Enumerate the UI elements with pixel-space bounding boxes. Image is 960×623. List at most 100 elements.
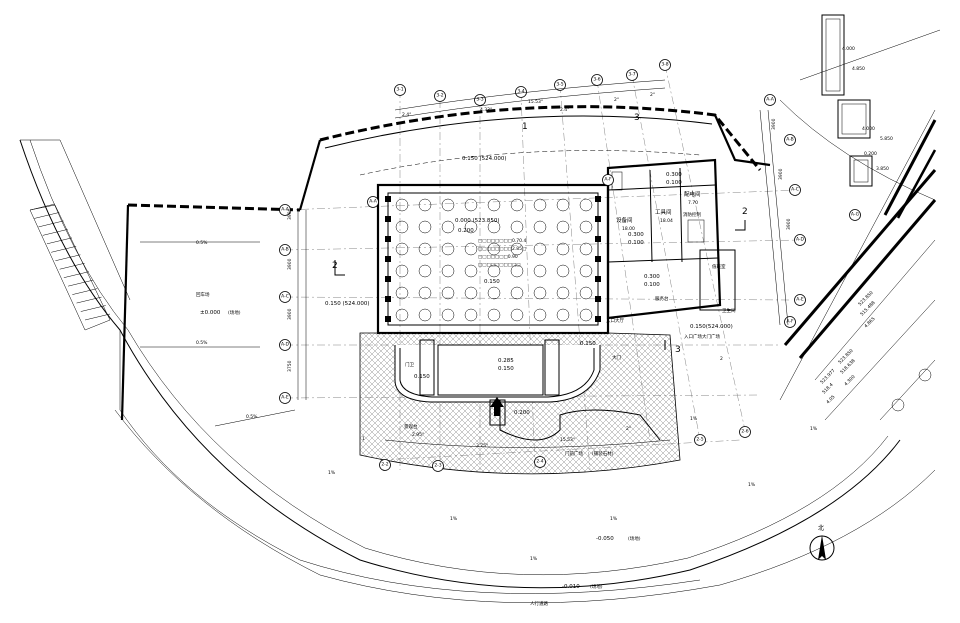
svg-text:A-D: A-D — [281, 342, 290, 348]
stair-tread — [76, 296, 102, 304]
room-1: 设备间 — [616, 216, 633, 224]
slope-4: 1% — [450, 516, 458, 522]
hall-seat — [510, 198, 524, 212]
left-stair — [29, 203, 111, 331]
svg-text:A-B: A-B — [786, 137, 794, 143]
column — [385, 256, 391, 262]
axis-bubble-bottom: 2-2 — [379, 459, 391, 471]
hall-seat — [418, 220, 432, 234]
dimension-texts: 2.4° 4.33° 15.53° 2.4° 2° 2° 3900 3900 3… — [287, 92, 792, 449]
elev-ramp-6: 4.300 — [843, 374, 856, 387]
elev-step-2: 0.200 — [514, 410, 530, 416]
hall-seat — [464, 242, 478, 256]
elev-tr-2: 4.850 — [852, 66, 865, 72]
hall-seat — [395, 220, 409, 234]
elev-road-bottom: -0.010 — [562, 584, 580, 590]
elev-entrance-2: 0.150 — [498, 366, 514, 372]
room-12: 入口广场 — [684, 333, 702, 340]
svg-text:A-E: A-E — [281, 395, 289, 401]
column — [595, 236, 601, 242]
hall-seat — [510, 242, 524, 256]
stair-tread — [46, 237, 72, 245]
north-arrow: 北 — [809, 524, 835, 561]
svg-text:2-6: 2-6 — [741, 429, 748, 435]
column — [595, 196, 601, 202]
svg-text:2-3: 2-3 — [434, 463, 441, 469]
column — [385, 296, 391, 302]
hall-seat — [395, 242, 409, 256]
slope-8: 1% — [530, 556, 538, 562]
elev-right-room-4: 0.100 — [666, 180, 682, 186]
dimension-lines — [297, 79, 789, 448]
hall-seat — [464, 198, 478, 212]
svg-text:3-6: 3-6 — [593, 77, 600, 83]
svg-text:3-3: 3-3 — [476, 97, 483, 103]
axis-bubble-top: 3-1 — [394, 84, 406, 96]
dim-small-2: 2 — [720, 356, 723, 362]
hall-seat — [464, 308, 478, 322]
elev-right-lower: 0.150(524.000) — [690, 324, 733, 330]
hall-seat — [579, 198, 593, 212]
elev-ramp-9: 4.05 — [825, 394, 836, 405]
dim-right-1: 3900 — [771, 118, 777, 130]
slope-5: 1% — [610, 516, 618, 522]
svg-text:3-4: 3-4 — [517, 89, 524, 95]
elev-ramp-3: 4.865 — [863, 316, 876, 329]
stair-tread — [42, 229, 68, 236]
dim-angle-2: 4.33° — [480, 107, 492, 113]
axis-bubble-right: A-E — [794, 294, 806, 306]
section-mark-right: 2 — [742, 207, 748, 217]
svg-text:3-2: 3-2 — [436, 93, 443, 99]
dim-lower-2: 3.75° — [476, 443, 488, 449]
elev-hall-final: 0.150 — [484, 279, 500, 285]
axis-bubble-left: A-D — [279, 339, 291, 351]
dim-angle-6: 2° — [650, 92, 655, 98]
elev-tr-1: 4.000 — [842, 46, 855, 52]
elev-tr-4: 5.850 — [880, 136, 893, 142]
axis-bubble-inner: A-F — [602, 174, 614, 186]
hall-seat — [395, 308, 409, 322]
room-9: 门前广场 — [565, 450, 583, 457]
svg-text:3-1: 3-1 — [396, 87, 403, 93]
dim-small-1: 1 — [362, 436, 365, 442]
elev-right-room-2: 0.100 — [628, 240, 644, 246]
room-2-area: 18.04 — [660, 218, 673, 224]
hall-seat — [533, 242, 547, 256]
hall-seat — [556, 264, 570, 278]
column — [595, 276, 601, 282]
hall-seat — [510, 286, 524, 300]
svg-text:A-E: A-E — [796, 297, 804, 303]
hall-seat — [510, 308, 524, 322]
room-7: 门卫 — [405, 361, 414, 368]
slope-labels: 0.5% 0.5% 0.5% 1% 1% 1% 1% 1% 1% 1% — [140, 240, 818, 562]
axis-bubble-left: A-A — [279, 204, 291, 216]
svg-text:3-7: 3-7 — [628, 72, 635, 78]
svg-text:3-5: 3-5 — [556, 82, 563, 88]
elev-roof-main: 0.150 (524.000) — [325, 301, 370, 307]
slope-3: 0.5% — [246, 414, 258, 420]
dim-left-1: 3900 — [287, 208, 293, 220]
stair-tread — [51, 246, 77, 253]
entrance-plaza — [359, 332, 681, 475]
slope-2: 0.5% — [196, 340, 208, 346]
room-4: 消防控制 — [683, 211, 701, 218]
svg-text:A-A: A-A — [369, 199, 378, 205]
north-label: 北 — [818, 524, 824, 532]
column — [595, 296, 601, 302]
hall-seat — [441, 198, 455, 212]
axis-bubble-top: 3-5 — [554, 79, 566, 91]
axis-bubbles: 3-13-23-33-43-53-63-73-8A-AA-BA-CA-DA-EA… — [279, 59, 861, 472]
elev-tr-5: 0.200 — [864, 151, 877, 157]
dim-lower-4: 2° — [626, 426, 631, 432]
hall-seat — [487, 242, 501, 256]
elev-entrance-3: 0.150 — [414, 374, 430, 380]
dim-angle-4: 2.4° — [560, 107, 569, 113]
hall-seat — [464, 264, 478, 278]
axis-bubble-top: 3-2 — [434, 90, 446, 102]
room-9-note: (铺装石材) — [592, 450, 614, 457]
dim-left-4: 3750 — [287, 360, 293, 372]
stair-tread — [84, 313, 111, 321]
svg-text:2-2: 2-2 — [381, 462, 388, 468]
column — [595, 216, 601, 222]
hall-seat — [395, 286, 409, 300]
